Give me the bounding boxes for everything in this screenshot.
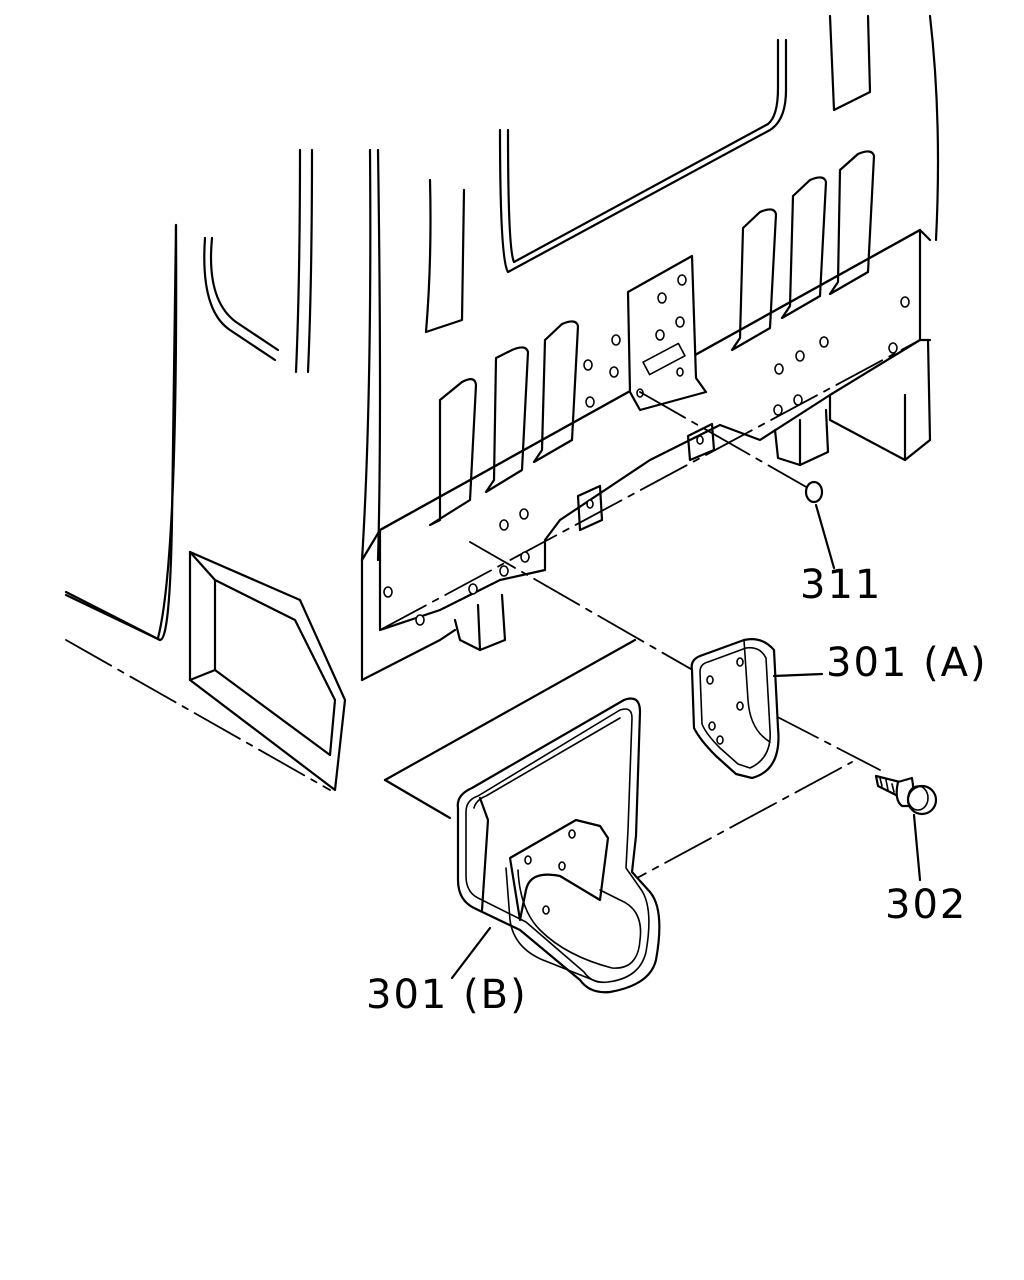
step-bracket-301a bbox=[690, 638, 824, 780]
callout-302: 302 bbox=[885, 882, 967, 928]
callout-301b: 301 (B) bbox=[366, 972, 528, 1018]
center-mount-plate bbox=[626, 254, 708, 412]
callout-labels: 311 301 (A) 302 301 (B) bbox=[366, 562, 988, 1018]
grommet-311 bbox=[804, 480, 836, 570]
rear-crossmember bbox=[378, 228, 922, 632]
callout-311: 311 bbox=[800, 562, 882, 608]
rear-lamp bbox=[188, 550, 347, 792]
callout-301a: 301 (A) bbox=[826, 640, 988, 686]
step-301b bbox=[450, 697, 661, 994]
flange-bolt-302 bbox=[874, 774, 938, 882]
cab-body bbox=[64, 14, 940, 792]
body-ribs bbox=[428, 150, 876, 527]
